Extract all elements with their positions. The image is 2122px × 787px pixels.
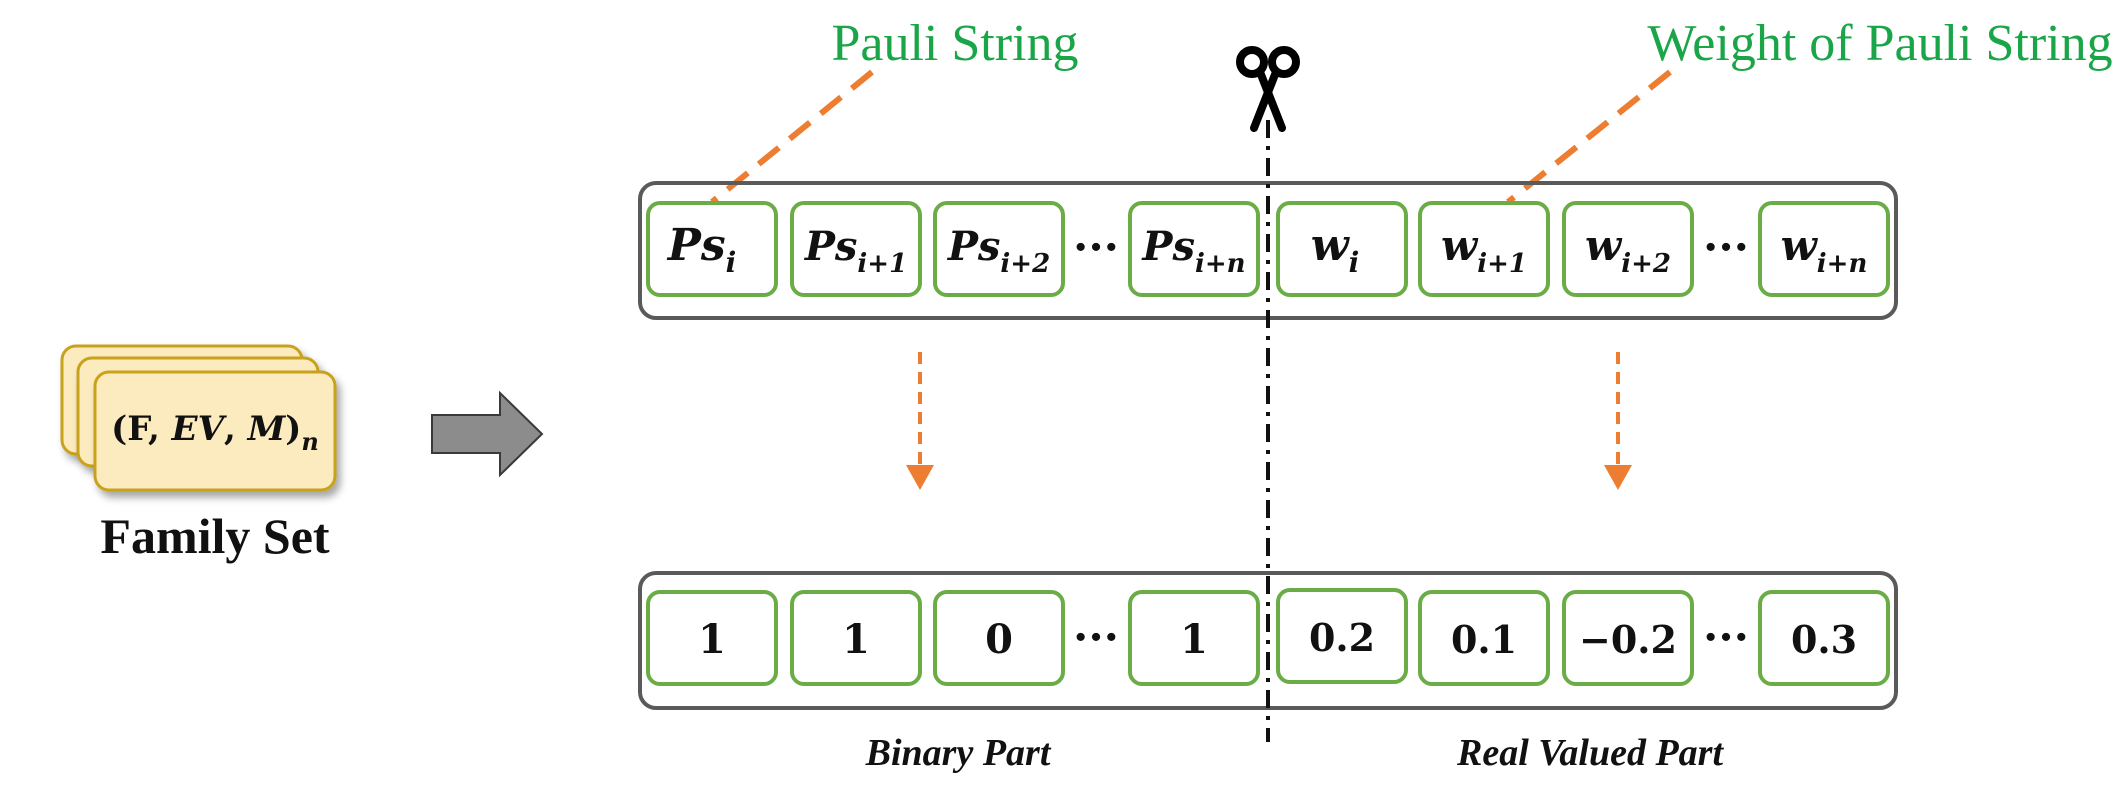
weight-cells: wi wi+1 wi+2 ··· wi+n [1276,201,1890,297]
svg-text:wi: wi [1311,220,1360,279]
real-down-arrow [1604,352,1632,490]
binary-cells: 1 1 0 ··· 1 [646,590,1260,686]
weight-ellipsis: ··· [1703,222,1749,273]
pauli-leader-line [710,69,874,205]
svg-text:wi+n: wi+n [1781,221,1868,279]
family-set-formula: (F, EV, M)n [111,409,319,456]
svg-text:0.3: 0.3 [1791,617,1857,662]
svg-text:1: 1 [698,616,726,663]
svg-text:1: 1 [842,616,870,663]
svg-text:0: 0 [985,616,1013,663]
real-cells: 0.2 0.1 −0.2 ··· 0.3 [1276,588,1890,686]
svg-text:0.1: 0.1 [1451,617,1517,662]
binary-cell: 1 [646,590,778,686]
weight-cell: wi+1 [1418,201,1550,297]
pauli-cell: Psi+n [1128,201,1260,297]
pauli-cell: Psi+1 [790,201,922,297]
binary-ellipsis: ··· [1073,612,1119,663]
svg-text:Psi: Psi [666,220,737,279]
real-part-label: Real Valued Part [1456,732,1724,774]
binary-cell: 1 [790,590,922,686]
svg-text:−0.2: −0.2 [1579,617,1677,662]
svg-text:0.2: 0.2 [1309,615,1375,660]
binary-cell: 1 [1128,590,1260,686]
pauli-cells: Psi Psi+1 Psi+2 ··· Psi+n [646,201,1260,297]
weight-label: Weight of Pauli String [1647,15,2112,72]
svg-text:wi+2: wi+2 [1585,221,1671,279]
svg-text:1: 1 [1180,616,1208,663]
real-cell: 0.2 [1276,588,1408,684]
weight-leader-line [1506,69,1672,205]
svg-text:Psi+2: Psi+2 [947,223,1050,279]
scissors-icon [1236,46,1300,132]
pauli-string-label: Pauli String [831,15,1078,72]
pauli-cell: Psi [646,201,778,297]
real-ellipsis: ··· [1703,612,1749,663]
weight-cell: wi+n [1758,201,1890,297]
family-set-cards: (F, EV, M)n [60,344,337,492]
weight-cell: wi [1276,201,1408,297]
svg-text:Psi+n: Psi+n [1141,223,1245,279]
family-card-front [93,370,337,492]
real-cell: 0.1 [1418,590,1550,686]
right-arrow-icon [431,390,544,478]
real-cell: 0.3 [1758,590,1890,686]
pauli-cell: Psi+2 [933,201,1065,297]
family-set-label: Family Set [100,508,329,564]
binary-cell: 0 [933,590,1065,686]
binary-part-label: Binary Part [865,732,1052,774]
svg-text:Psi+1: Psi+1 [804,223,907,279]
binary-down-arrow [906,352,934,490]
svg-text:wi+1: wi+1 [1441,221,1527,279]
weight-cell: wi+2 [1562,201,1694,297]
pauli-ellipsis: ··· [1073,222,1119,273]
real-cell: −0.2 [1562,590,1694,686]
